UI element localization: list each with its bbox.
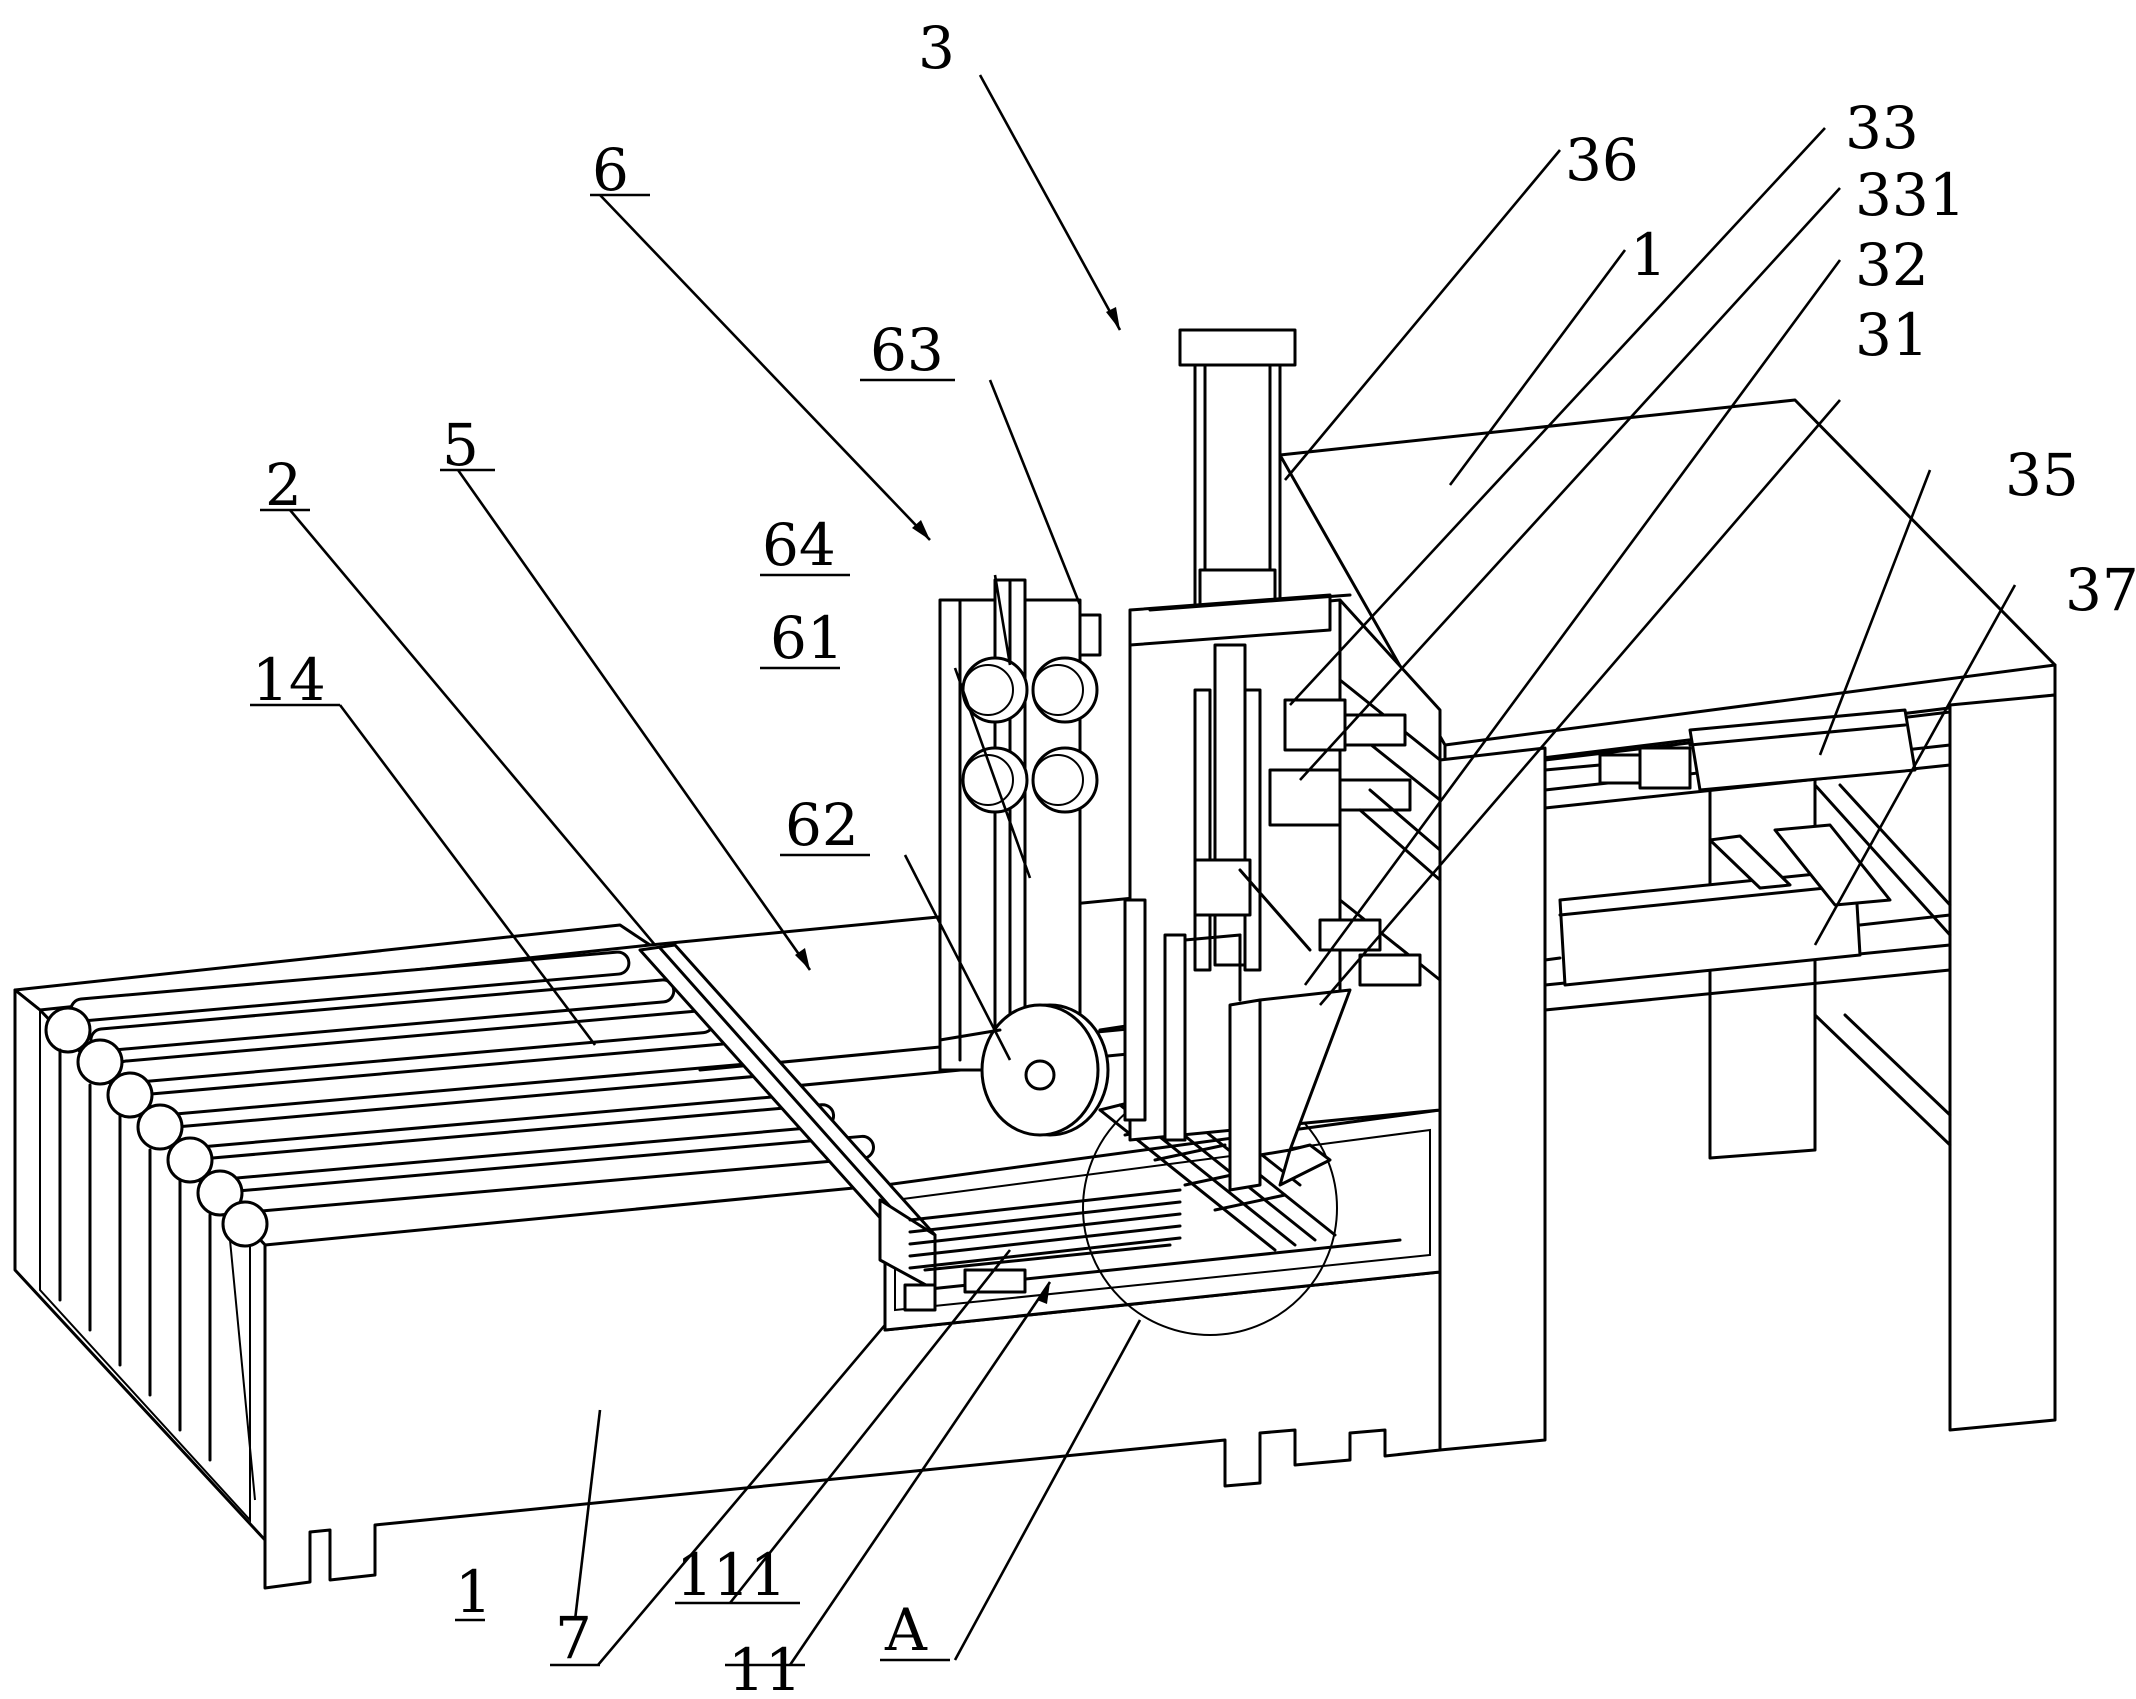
leader-lines <box>250 74 2017 1667</box>
frame-right-upper <box>1278 398 2057 1452</box>
label-11: 11 <box>728 1636 802 1699</box>
label-37: 37 <box>2065 556 2136 624</box>
label-a: A <box>884 1596 928 1664</box>
roller-bank <box>44 950 875 1501</box>
label-62: 62 <box>785 791 859 859</box>
label-36: 36 <box>1565 126 1639 194</box>
label-1-top: 1 <box>1630 221 1667 289</box>
label-31: 31 <box>1855 301 1929 369</box>
label-61: 61 <box>770 604 844 672</box>
label-64: 64 <box>762 511 836 579</box>
label-1-bottom: 1 <box>455 1558 492 1626</box>
label-3: 3 <box>918 14 955 82</box>
label-331: 331 <box>1855 161 1966 229</box>
reference-labels: 3 33 36 331 6 1 32 31 63 5 35 2 64 37 61… <box>252 14 2136 1699</box>
label-6: 6 <box>592 136 629 204</box>
label-5: 5 <box>442 411 479 479</box>
label-7: 7 <box>555 1604 592 1672</box>
label-14: 14 <box>252 646 326 714</box>
label-35: 35 <box>2005 441 2079 509</box>
label-63: 63 <box>870 316 944 384</box>
label-32: 32 <box>1855 231 1929 299</box>
wheel-assembly <box>938 578 1167 1137</box>
label-111: 111 <box>676 1541 787 1609</box>
press-assembly <box>1123 328 1442 1192</box>
label-2: 2 <box>265 451 302 519</box>
label-33: 33 <box>1845 94 1919 162</box>
